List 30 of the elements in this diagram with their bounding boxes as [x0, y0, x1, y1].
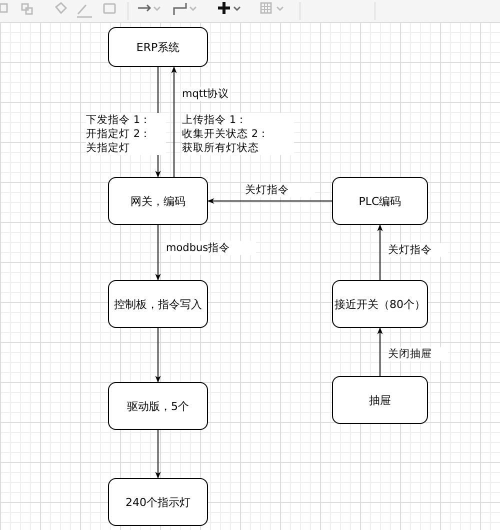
box-label: 驱动版，5个: [127, 398, 189, 414]
edge-label: modbus指令: [166, 241, 256, 255]
process-box: [332, 280, 428, 328]
box-label: 控制板，指令写入: [114, 296, 202, 312]
process-box: [108, 382, 208, 430]
edge-label: 下发指令 1：开指定灯 2：关指定灯: [86, 113, 166, 155]
edge-label: 关灯指令: [388, 243, 448, 257]
process-box: [332, 376, 428, 424]
arrow: [207, 198, 332, 204]
process-box: [108, 280, 208, 328]
edge-label: 上传指令 1：收集开关状态 2：获取所有灯状态: [182, 113, 294, 155]
box-label: 接近开关（80个）: [334, 296, 426, 312]
process-box: [108, 27, 208, 67]
arrow: [155, 224, 161, 281]
process-box: [108, 177, 208, 225]
process-box: [332, 177, 428, 225]
arrow: [171, 66, 177, 178]
arrow: [377, 224, 383, 280]
box-label: 抽屉: [369, 392, 391, 408]
edge-label: 关灯指令: [245, 183, 315, 197]
arrow: [377, 327, 383, 376]
box-label: ERP系统: [136, 40, 180, 54]
box-label: 240个指示灯: [126, 494, 190, 510]
edge-label: 关闭抽屉: [388, 347, 448, 361]
process-box: [108, 478, 208, 526]
box-label: 网关，编码: [130, 194, 186, 208]
arrow: [155, 430, 161, 479]
protocol-label: mqtt协议: [182, 87, 230, 101]
arrow: [155, 328, 161, 383]
box-label: PLC编码: [358, 194, 402, 208]
